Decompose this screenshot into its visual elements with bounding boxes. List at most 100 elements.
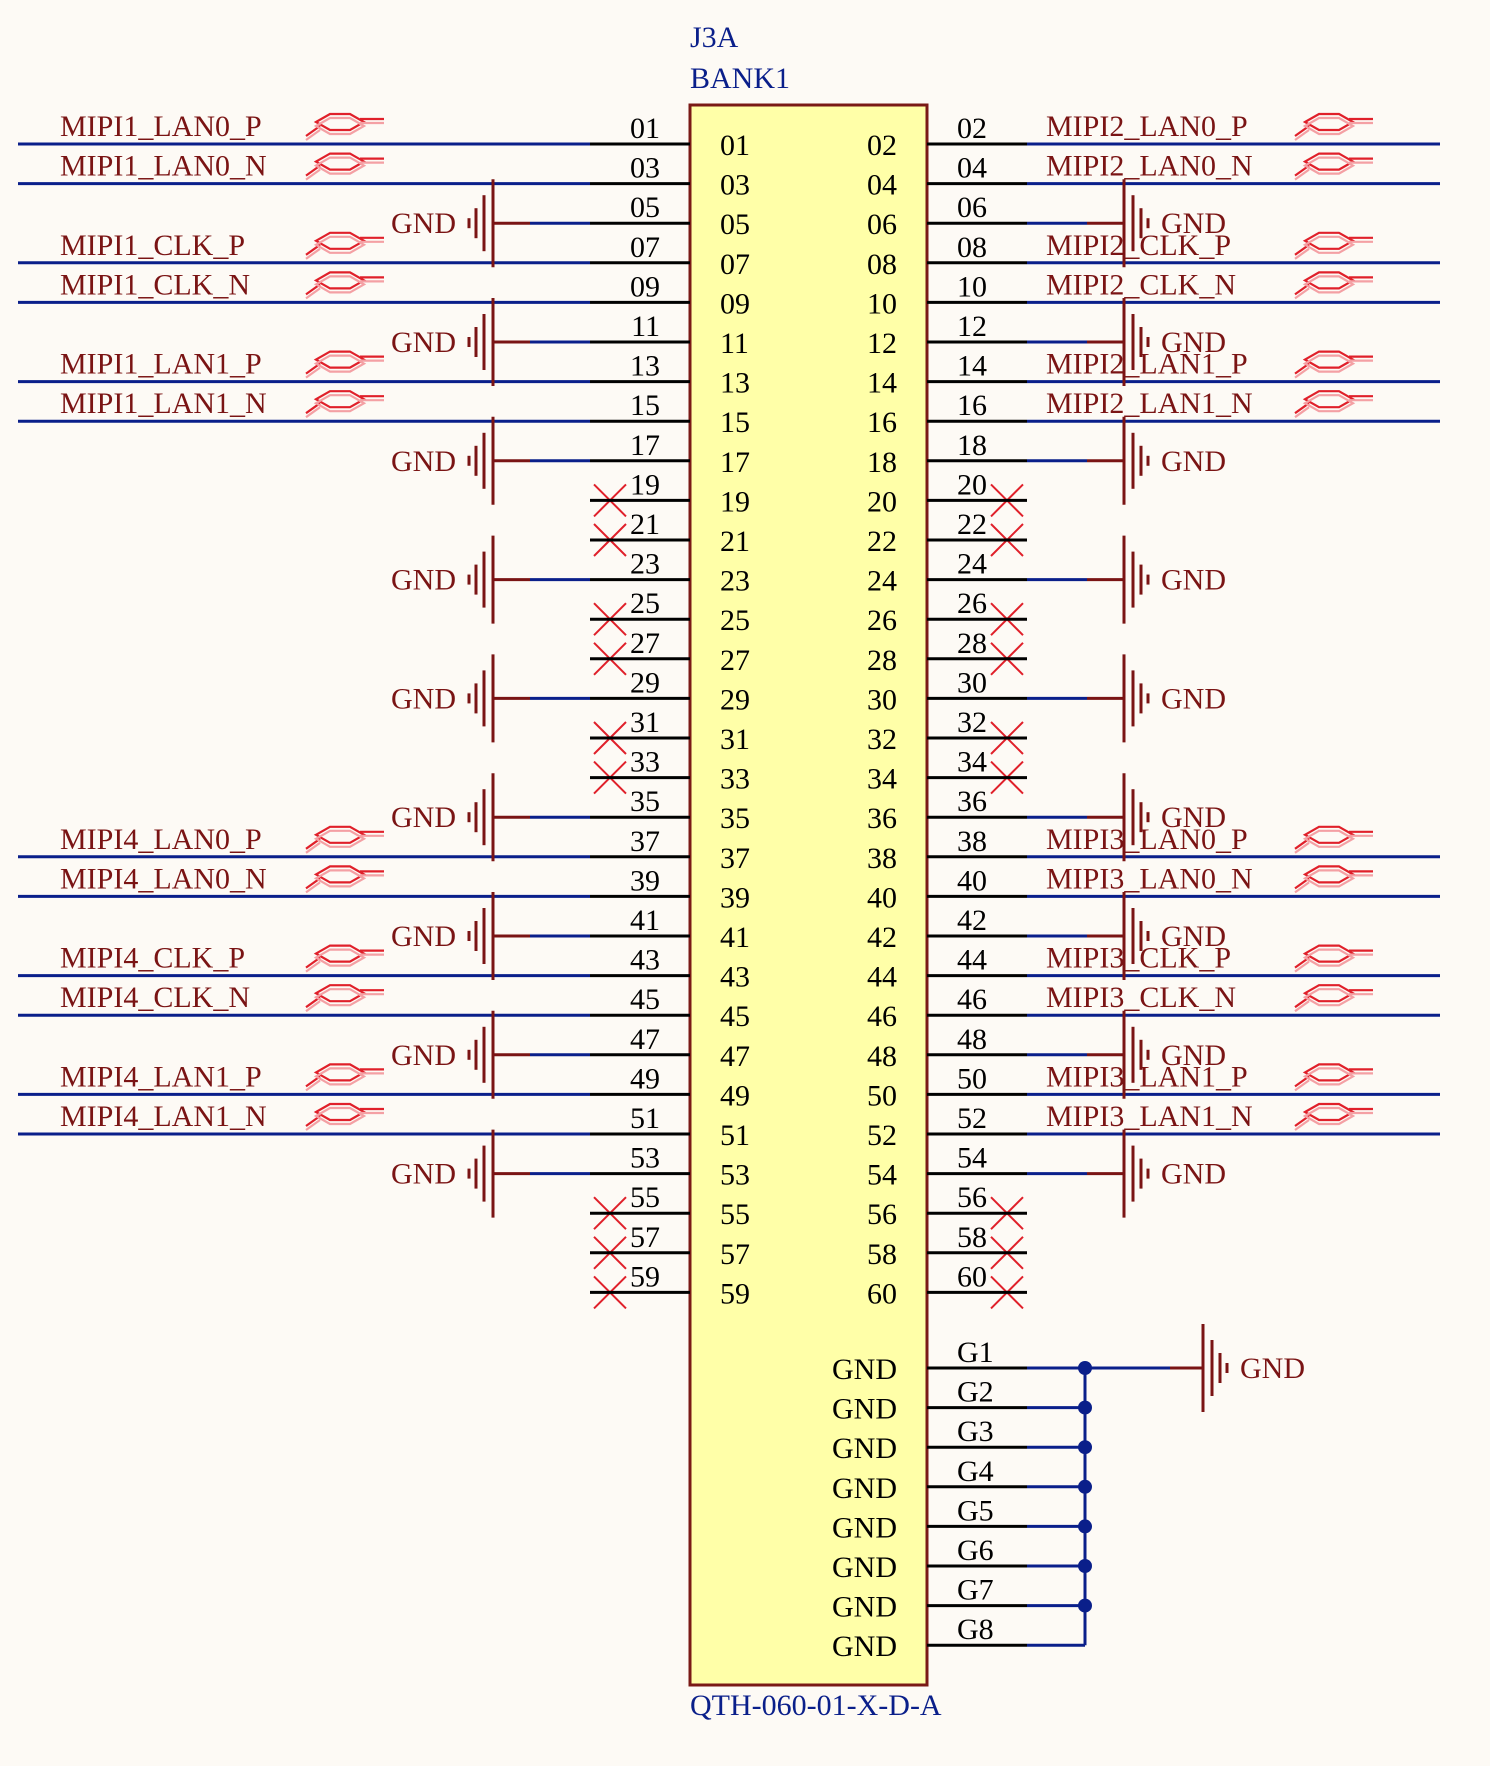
net-label[interactable]: MIPI1_LAN0_P	[60, 110, 262, 143]
net-label[interactable]: MIPI2_CLK_N	[1046, 268, 1236, 301]
net-label[interactable]: MIPI1_LAN1_P	[60, 348, 262, 381]
net-label[interactable]: MIPI1_CLK_P	[60, 229, 245, 262]
net-label[interactable]: MIPI3_LAN1_P	[1046, 1060, 1248, 1093]
net-label[interactable]: MIPI3_LAN0_P	[1046, 823, 1248, 856]
pin-number-outer: 07	[630, 231, 660, 264]
net-label[interactable]: MIPI2_LAN0_P	[1046, 110, 1248, 143]
net-label[interactable]: MIPI4_LAN1_P	[60, 1060, 262, 1093]
net-label[interactable]: MIPI1_LAN1_N	[60, 387, 267, 420]
pin-15-connection: MIPI1_LAN1_N	[60, 387, 384, 420]
pin-number-outer: 60	[957, 1260, 987, 1293]
pin-number-inner: 41	[720, 921, 750, 954]
net-label[interactable]: MIPI4_LAN0_P	[60, 823, 262, 856]
net-label[interactable]: MIPI2_LAN0_N	[1046, 150, 1253, 183]
net-label[interactable]: MIPI2_LAN1_N	[1046, 387, 1253, 420]
net-label[interactable]: MIPI4_LAN1_N	[60, 1100, 267, 1133]
pin-number-outer: 37	[630, 825, 660, 858]
net-label[interactable]: MIPI2_LAN1_P	[1046, 348, 1248, 381]
net-label[interactable]: MIPI3_LAN1_N	[1046, 1100, 1253, 1133]
net-label[interactable]: MIPI3_CLK_P	[1046, 942, 1231, 975]
diff-port-glyph	[313, 156, 367, 175]
net-label[interactable]: MIPI1_CLK_N	[60, 268, 250, 301]
net-label[interactable]: MIPI4_CLK_P	[60, 942, 245, 975]
net-label[interactable]: MIPI1_LAN0_N	[60, 150, 267, 183]
pin-number-outer: 36	[957, 785, 987, 818]
net-label[interactable]: MIPI4_CLK_N	[60, 981, 250, 1014]
net-label[interactable]: MIPI3_CLK_N	[1046, 981, 1236, 1014]
net-label[interactable]: MIPI4_LAN0_N	[60, 862, 267, 895]
pin-number-inner: 54	[867, 1159, 897, 1192]
net-label[interactable]: MIPI3_LAN0_N	[1046, 862, 1253, 895]
net-label[interactable]: MIPI2_CLK_P	[1046, 229, 1231, 262]
